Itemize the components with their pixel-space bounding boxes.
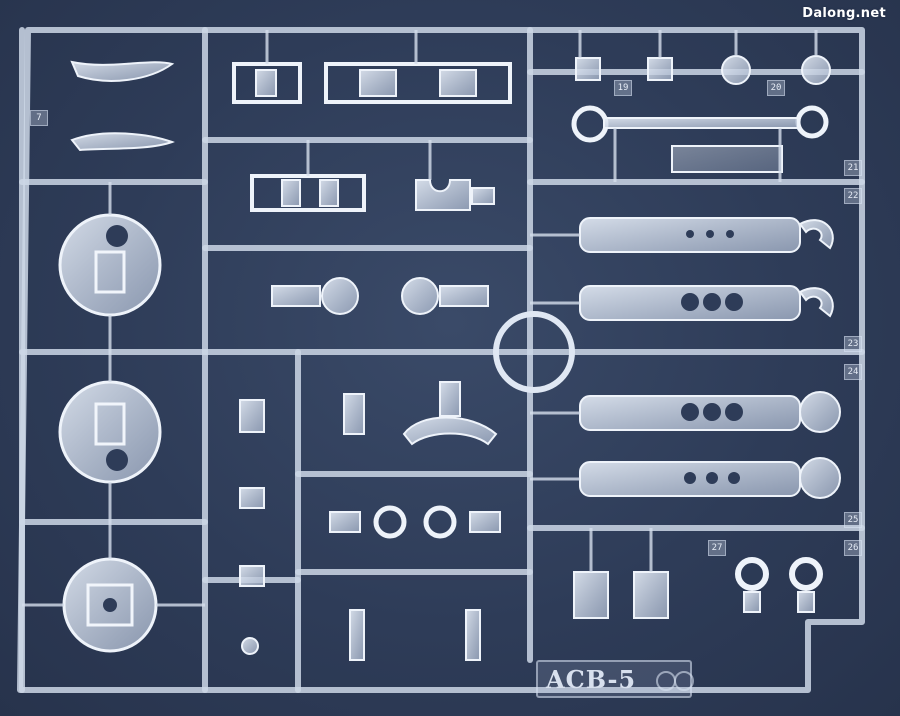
right-parts (571, 55, 841, 619)
part-tag: 23 (844, 336, 862, 352)
part-tag: 21 (844, 160, 862, 176)
gate-stubs (22, 30, 818, 607)
part-tag: 25 (844, 512, 862, 528)
logo-mark-icon (656, 671, 676, 691)
center-parts (232, 62, 575, 661)
part-tag: 22 (844, 188, 862, 204)
part-tag: 7 (30, 110, 48, 126)
runner-label: ACB-5 (546, 664, 637, 694)
runner-frame (17, 27, 865, 693)
part-tag: 19 (614, 80, 632, 96)
part-tag: 20 (767, 80, 785, 96)
watermark-text: Dalong.net (802, 6, 886, 21)
logo-mark-icon (674, 671, 694, 691)
part-tag: 27 (708, 540, 726, 556)
left-discs (58, 60, 175, 653)
runner-label-plate: ACB-5 (536, 660, 694, 698)
part-tag: 26 (844, 540, 862, 556)
part-tag: 24 (844, 364, 862, 380)
